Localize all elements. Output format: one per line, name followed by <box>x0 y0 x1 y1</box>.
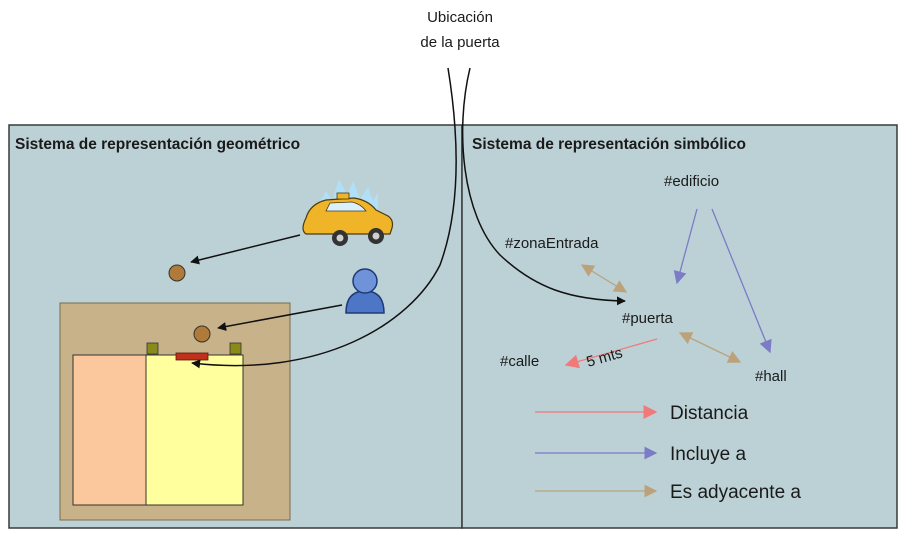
node-zona-entrada: #zonaEntrada <box>505 235 599 252</box>
edge-edificio-hall <box>711 208 772 354</box>
legend-label-incluye: Incluye a <box>670 444 746 465</box>
header-line-2: de la puerta <box>420 34 500 51</box>
edge-zona-puerta <box>580 264 628 293</box>
header-line-1: Ubicación <box>427 9 493 26</box>
legend: Distancia Incluye a Es adyacente a <box>535 403 801 503</box>
edge-edificio-puerta <box>673 208 698 285</box>
right-panel <box>461 124 898 529</box>
node-hall: #hall <box>755 368 787 385</box>
legend-label-distancia: Distancia <box>670 403 749 424</box>
location-dot-outside <box>168 264 186 282</box>
node-edificio: #edificio <box>664 173 719 190</box>
room-orange <box>72 354 147 506</box>
node-puerta: #puerta <box>622 310 674 327</box>
sensor-right <box>229 342 242 355</box>
door-curve-left <box>191 67 457 369</box>
taxi-icon <box>302 179 394 246</box>
edge-puerta-hall <box>678 332 742 363</box>
node-calle: #calle <box>500 353 539 370</box>
door-marker <box>175 352 209 361</box>
edge-puerta-calle <box>564 338 658 369</box>
arrow-taxi-to-dot <box>190 234 301 265</box>
door-curve-right <box>461 67 626 306</box>
right-panel-title: Sistema de representación simbólico <box>472 136 746 153</box>
location-dot-inside <box>193 325 211 343</box>
arrow-person-to-dot <box>217 304 343 331</box>
sensor-left <box>146 342 159 355</box>
person-icon <box>345 268 385 314</box>
legend-label-adyacente: Es adyacente a <box>670 482 801 503</box>
left-panel-title: Sistema de representación geométrico <box>15 136 300 153</box>
building-plan <box>59 302 291 521</box>
room-yellow <box>145 354 244 506</box>
